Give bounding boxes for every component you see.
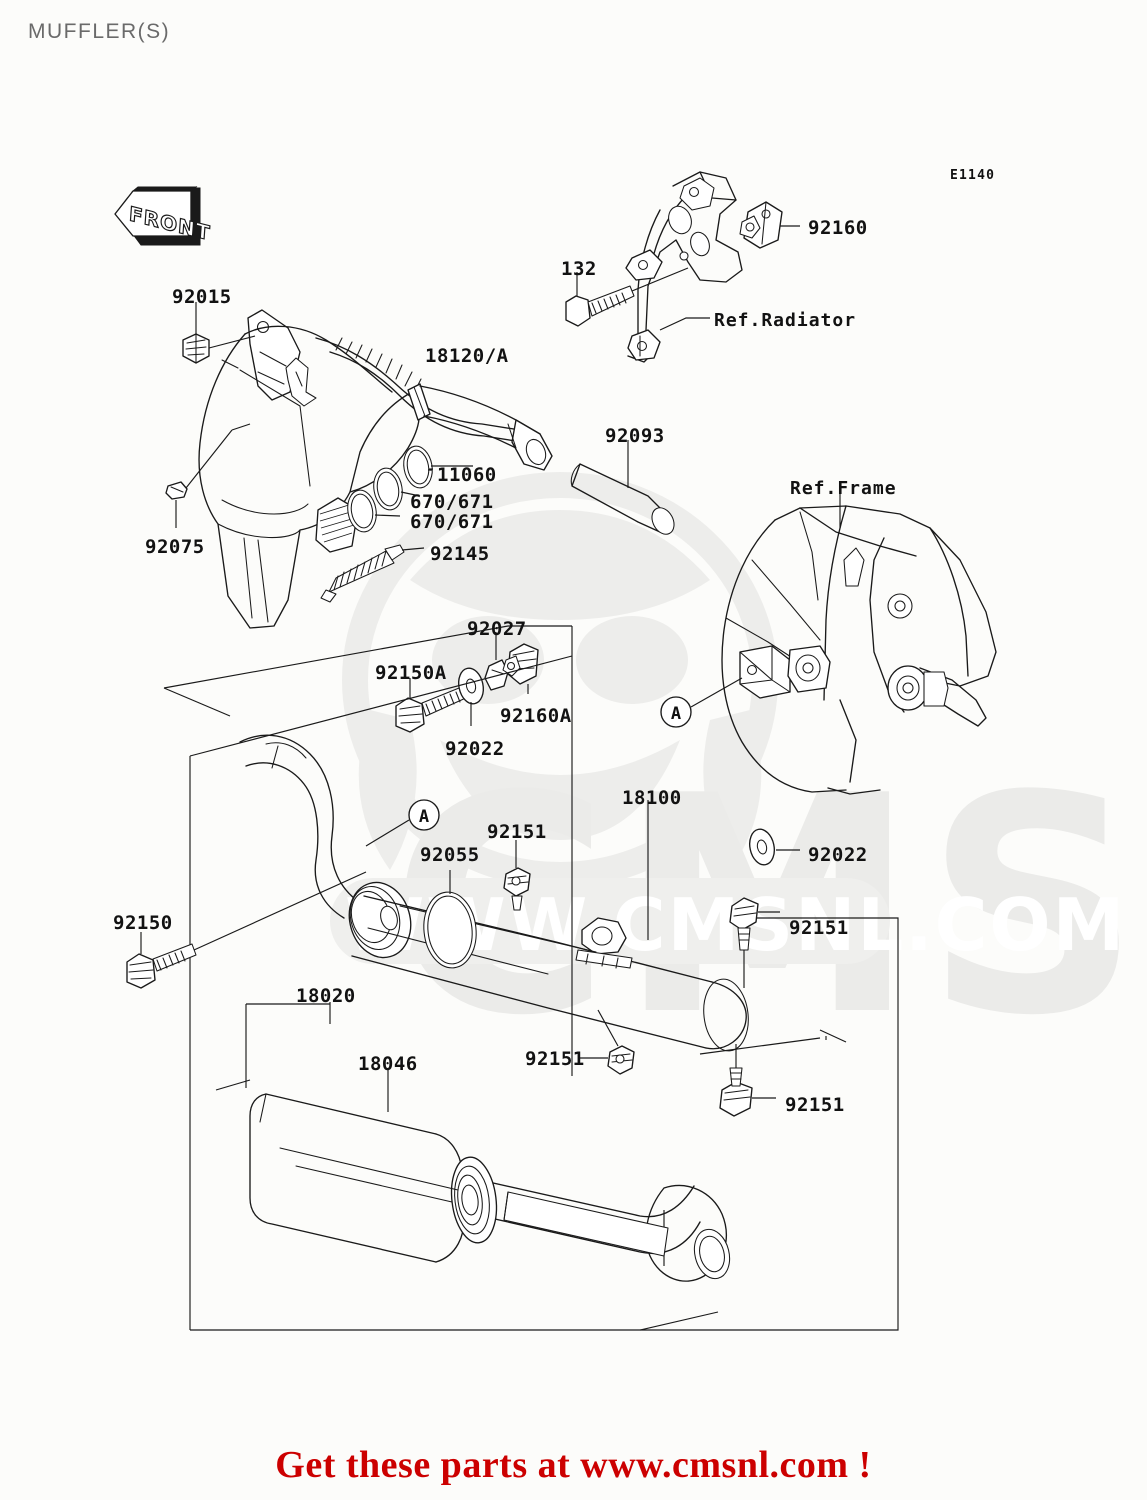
nut-92015 xyxy=(182,333,210,364)
part-label-92093: 92093 xyxy=(605,425,665,447)
pipe-heat-shield xyxy=(335,337,422,394)
frame-mount-block-2 xyxy=(787,645,831,693)
diagram-code: E1140 xyxy=(950,168,996,183)
part-label-18020: 18020 xyxy=(296,985,356,1007)
bolt-132 xyxy=(565,285,635,327)
washer-92022-upper xyxy=(458,667,484,705)
muffler-front-cap xyxy=(348,881,412,959)
page-title: MUFFLER(S) xyxy=(28,20,171,43)
front-arrow-icon: FRONT xyxy=(114,185,212,246)
svg-text:A: A xyxy=(671,704,681,724)
part-label-92075: 92075 xyxy=(145,536,205,558)
ref-frame-assembly xyxy=(721,505,997,795)
perforated-core xyxy=(503,1191,669,1257)
muffler-bracket xyxy=(575,917,633,969)
part-label-18046: 18046 xyxy=(358,1053,418,1075)
part-label-92022-b: 92022 xyxy=(808,844,868,866)
svg-text:A: A xyxy=(419,807,429,827)
part-label-11060: 11060 xyxy=(437,464,497,486)
part-label-ref-radiator: Ref.Radiator xyxy=(714,310,857,331)
bolt-92151-upper-right xyxy=(729,897,759,951)
spring-92145 xyxy=(320,544,405,603)
part-label-92027: 92027 xyxy=(467,618,527,640)
part-label-92150A: 92150A xyxy=(375,662,447,684)
damper-92075 xyxy=(165,481,188,500)
part-label-92015: 92015 xyxy=(172,286,232,308)
oring-92055 xyxy=(423,891,477,969)
bolt-92150A xyxy=(395,685,469,733)
bolt-92151-lower-right xyxy=(719,1067,753,1117)
bolt-92150 xyxy=(126,943,197,989)
part-label-670-671-a: 670/671 xyxy=(410,491,494,513)
part-label-92151-b: 92151 xyxy=(789,917,849,939)
exhaust-pipe-part xyxy=(198,309,553,629)
part-label-92150: 92150 xyxy=(113,912,173,934)
frame-mount-block xyxy=(739,645,791,699)
oring-670-671-lower xyxy=(347,489,377,533)
muffler-body-18100 xyxy=(239,734,749,1052)
part-label-18120A: 18120/A xyxy=(425,345,509,367)
part-label-92145: 92145 xyxy=(430,543,490,565)
damper-92160A xyxy=(502,643,539,685)
part-label-92151-c: 92151 xyxy=(525,1048,585,1070)
gasket-11060 xyxy=(403,445,433,489)
part-label-92151-d: 92151 xyxy=(785,1094,845,1116)
part-label-670-671-b: 670/671 xyxy=(410,511,494,533)
callout-marker-a-right: A xyxy=(660,696,692,728)
bolt-92151-upper-left xyxy=(503,867,531,911)
part-label-18100: 18100 xyxy=(622,787,682,809)
collar-92027 xyxy=(484,659,509,691)
washer-92022-right xyxy=(749,828,775,866)
damper-92160 xyxy=(739,201,783,249)
part-label-92151-a: 92151 xyxy=(487,821,547,843)
part-label-ref-frame: Ref.Frame xyxy=(790,478,897,499)
oring-670-671-upper xyxy=(373,467,403,511)
frame-bushing-right xyxy=(887,665,949,711)
muffler-assembly-18020 xyxy=(249,1093,731,1282)
bolt-92151-lower-mid xyxy=(607,1045,635,1075)
part-label-92055: 92055 xyxy=(420,844,480,866)
rubber-sleeve-92093 xyxy=(570,463,675,535)
part-label-92160A: 92160A xyxy=(500,705,572,727)
footer-promo-text: Get these parts at www.cmsnl.com ! xyxy=(275,1444,872,1486)
glass-wool-18046 xyxy=(450,1156,498,1244)
callout-marker-a-left: A xyxy=(408,799,440,831)
part-label-92022-a: 92022 xyxy=(445,738,505,760)
part-label-132: 132 xyxy=(561,258,597,280)
ref-radiator-bracket xyxy=(625,171,743,363)
part-label-92160: 92160 xyxy=(808,217,868,239)
